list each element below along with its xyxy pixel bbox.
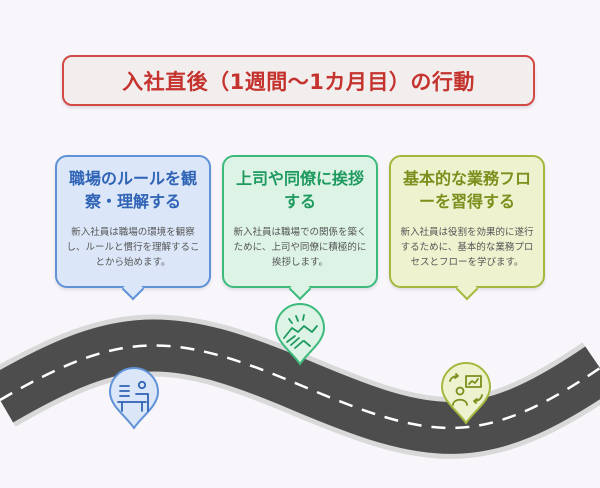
step-card-workflow: 基本的な業務フローを習得する 新入社員は役割を効果的に遂行するために、基本的な業… [389, 155, 545, 301]
step-card-observe-rules: 職場のルールを観察・理解する 新入社員は職場の環境を観察し、ルールと慣行を理解す… [55, 155, 211, 301]
step-description: 新入社員は職場の環境を観察し、ルールと慣行を理解することから始めます。 [66, 227, 200, 268]
step-heading: 上司や同僚に挨拶する [235, 169, 364, 211]
step-description: 新入社員は職場での関係を築くために、上司や同僚に積極的に挨拶します。 [233, 227, 367, 268]
title-box: 入社直後（1週間〜1カ月目）の行動 [62, 55, 535, 106]
page-title: 入社直後（1週間〜1カ月目）の行動 [122, 69, 475, 94]
step-heading: 職場のルールを観察・理解する [68, 169, 197, 211]
marker-workflow [440, 362, 492, 425]
marker-observe [108, 367, 160, 430]
desk-person-icon [117, 380, 149, 412]
presentation-training-icon [449, 373, 483, 406]
step-card-greet: 上司や同僚に挨拶する 新入社員は職場での関係を築くために、上司や同僚に積極的に挨… [222, 155, 378, 301]
handshake-icon [283, 314, 318, 349]
step-description: 新入社員は役割を効果的に遂行するために、基本的な業務プロセスとフローを学びます。 [400, 227, 534, 268]
road-center-line [0, 344, 600, 430]
step-heading: 基本的な業務フローを習得する [402, 169, 531, 211]
marker-greet [274, 303, 326, 366]
